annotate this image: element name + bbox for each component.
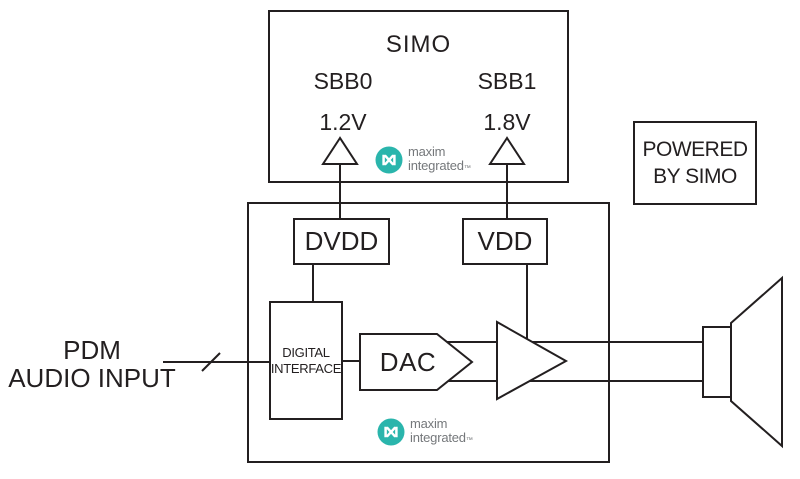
maxim-logo-wordmark: maxim integrated™ <box>408 145 471 175</box>
codec-box <box>247 202 610 463</box>
trademark-symbol: ™ <box>463 164 471 172</box>
maxim-logo-codec: maxim integrated™ <box>377 417 473 447</box>
pdm-input-line1: PDM <box>63 335 121 365</box>
maxim-logo-wordmark: maxim integrated™ <box>410 417 473 447</box>
pdm-input-line2: AUDIO INPUT <box>8 363 176 393</box>
dac-pentagon-icon <box>359 333 474 391</box>
vdd-rail-box: VDD <box>462 218 548 265</box>
maxim-wordmark-line2: integrated <box>410 429 466 445</box>
sbb1-label: SBB1 <box>477 68 537 94</box>
powered-badge-line2: BY SIMO <box>653 165 737 188</box>
trademark-symbol: ™ <box>465 436 473 444</box>
maxim-logo-icon <box>377 418 405 446</box>
speaker-cone-icon <box>730 275 783 449</box>
maxim-wordmark-line1: maxim <box>410 416 448 431</box>
powered-by-simo-badge: POWERED BY SIMO <box>633 121 757 205</box>
sbb0-label: SBB0 <box>313 68 373 94</box>
digital-interface-line1: DIGITAL <box>282 344 330 360</box>
simo-box <box>268 10 569 183</box>
sbb1-regulator-triangle-icon <box>488 136 526 165</box>
maxim-wordmark-line2: integrated <box>408 157 464 173</box>
dac-label: DAC <box>379 346 437 377</box>
simo-title: SIMO <box>385 31 452 58</box>
speaker-driver-icon <box>702 326 732 398</box>
maxim-logo-simo: maxim integrated™ <box>375 145 471 175</box>
digital-interface-box: DIGITAL INTERFACE <box>269 301 343 420</box>
sbb1-voltage: 1.8V <box>483 109 531 135</box>
sbb0-regulator-triangle-icon <box>321 136 359 165</box>
sbb0-voltage: 1.2V <box>319 109 367 135</box>
vdd-label: VDD <box>477 226 533 256</box>
amplifier-icon <box>496 320 569 401</box>
dvdd-label: DVDD <box>304 226 379 256</box>
bus-slash-icon <box>201 352 221 372</box>
maxim-wordmark-line1: maxim <box>408 144 446 159</box>
digital-interface-line2: INTERFACE <box>270 360 342 376</box>
powered-badge-line1: POWERED <box>642 138 748 161</box>
maxim-logo-icon <box>375 146 403 174</box>
pdm-audio-input-label: PDM AUDIO INPUT <box>6 336 178 392</box>
dvdd-rail-box: DVDD <box>293 218 390 265</box>
